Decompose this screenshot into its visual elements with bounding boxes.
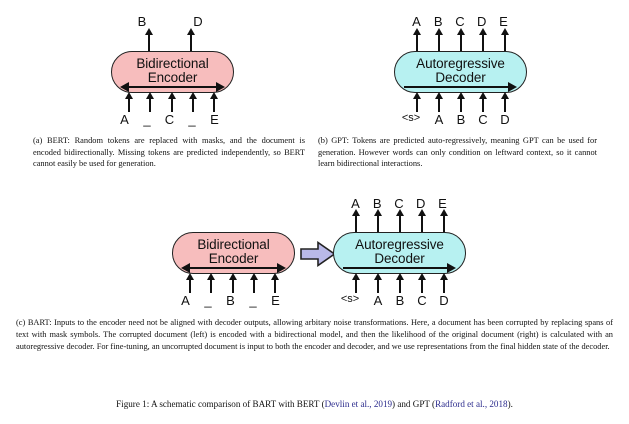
bart-decoder-label-line2: Decoder bbox=[374, 250, 425, 266]
caption-bart: (c) BART: Inputs to the encoder need not… bbox=[16, 318, 613, 351]
bart-decoder-output-arrow bbox=[352, 209, 359, 233]
gpt-output-labels: A B C D E bbox=[410, 14, 510, 29]
bart-decoder-input-arrow bbox=[396, 273, 403, 293]
gpt-input-token: A bbox=[434, 112, 444, 127]
bert-input-labels: A _ C _ E bbox=[118, 112, 221, 127]
bart-encoder-input-arrow bbox=[271, 273, 278, 293]
bart-encoder-input-token: A bbox=[181, 293, 190, 308]
bart-autoregressive-arrow bbox=[343, 263, 456, 273]
bert-output-token: B bbox=[137, 14, 147, 29]
bart-encoder-input-arrow bbox=[186, 273, 193, 293]
panel-bart: Bidirectional Encoder A _ B _ E A B C D … bbox=[0, 196, 629, 308]
bert-input-token: C bbox=[164, 112, 175, 127]
bert-encoder-label-line1: Bidirectional bbox=[136, 56, 209, 71]
bart-decoder-input-token: D bbox=[439, 293, 449, 308]
bert-input-arrow bbox=[125, 92, 132, 112]
bart-encoder-input-token: E bbox=[271, 293, 280, 308]
figure-caption-text-2: ) and GPT ( bbox=[392, 399, 436, 409]
bert-input-token: _ bbox=[143, 112, 151, 127]
bert-output-token: D bbox=[193, 14, 203, 29]
encoder-to-decoder-arrow-icon bbox=[300, 240, 336, 268]
gpt-input-token: D bbox=[500, 112, 510, 127]
bert-encoder-label-line2: Encoder bbox=[147, 69, 198, 85]
bart-encoder-input-labels: A _ B _ E bbox=[179, 293, 282, 308]
caption-gpt: (b) GPT: Tokens are predicted auto-regre… bbox=[318, 136, 597, 169]
bert-input-arrow bbox=[146, 92, 153, 112]
bert-bidirectional-arrow bbox=[120, 82, 225, 92]
bart-decoder-output-labels: A B C D E bbox=[349, 196, 449, 211]
gpt-decoder-label-line2: Decoder bbox=[435, 69, 486, 85]
bart-encoder-input-token: B bbox=[226, 293, 235, 308]
bart-encoder-input-token: _ bbox=[204, 293, 212, 308]
gpt-output-token: C bbox=[455, 14, 465, 29]
bart-decoder-output-arrow bbox=[374, 209, 381, 233]
bart-decoder-output-token: B bbox=[372, 196, 382, 211]
gpt-input-arrow bbox=[413, 92, 420, 112]
bert-input-arrow bbox=[189, 92, 196, 112]
bart-decoder-input-arrow bbox=[440, 273, 447, 293]
gpt-output-arrow bbox=[413, 28, 420, 52]
gpt-output-arrow bbox=[457, 28, 464, 52]
bart-decoder-input-arrow bbox=[374, 273, 381, 293]
gpt-input-token: C bbox=[478, 112, 488, 127]
gpt-output-arrow bbox=[435, 28, 442, 52]
panel-bert: B D Bidirectional Encoder A _ C _ E bbox=[0, 0, 314, 130]
gpt-output-arrow bbox=[501, 28, 508, 52]
bart-encoder-label-line1: Bidirectional bbox=[197, 237, 270, 252]
figure-caption-prefix: Figure 1: bbox=[116, 399, 150, 409]
gpt-input-labels: <s> A B C D bbox=[394, 112, 526, 127]
bart-decoder-output-arrow bbox=[440, 209, 447, 233]
gpt-output-token: E bbox=[499, 14, 508, 29]
bert-input-arrow bbox=[210, 92, 217, 112]
bart-decoder-input-labels: <s> A B C D bbox=[333, 293, 465, 308]
bart-decoder-output-arrow bbox=[396, 209, 403, 233]
bart-decoder-input-token: C bbox=[417, 293, 427, 308]
bert-input-token: _ bbox=[188, 112, 196, 127]
bart-encoder-input-arrow bbox=[250, 273, 257, 293]
gpt-input-arrow bbox=[479, 92, 486, 112]
bert-output-labels: B D bbox=[135, 14, 205, 29]
gpt-input-token: B bbox=[456, 112, 466, 127]
gpt-input-arrow bbox=[501, 92, 508, 112]
caption-bert: (a) BERT: Random tokens are replaced wit… bbox=[33, 136, 305, 169]
bart-decoder-output-token: D bbox=[416, 196, 426, 211]
gpt-input-arrow bbox=[435, 92, 442, 112]
gpt-output-token: D bbox=[477, 14, 487, 29]
bart-encoder-input-token: _ bbox=[249, 293, 257, 308]
citation-radford[interactable]: Radford et al., 2018 bbox=[435, 399, 508, 409]
gpt-output-token: B bbox=[433, 14, 443, 29]
panel-gpt: A B C D E Autoregressive Decoder <s> A B… bbox=[314, 0, 629, 130]
bart-decoder-input-token: A bbox=[373, 293, 383, 308]
bart-decoder-output-arrow bbox=[418, 209, 425, 233]
gpt-output-token: A bbox=[412, 14, 421, 29]
bert-input-token: E bbox=[210, 112, 219, 127]
figure-caption-text-3: ). bbox=[507, 399, 513, 409]
bart-decoder-input-token: B bbox=[395, 293, 405, 308]
bert-input-token: A bbox=[120, 112, 129, 127]
gpt-input-arrow bbox=[457, 92, 464, 112]
bert-input-arrow bbox=[168, 92, 175, 112]
bart-encoder-label-line2: Encoder bbox=[208, 250, 259, 266]
bart-encoder-input-arrow bbox=[207, 273, 214, 293]
gpt-leftward-context-arrow bbox=[404, 82, 517, 92]
bart-encoder-input-arrow bbox=[229, 273, 236, 293]
bart-decoder-output-token: A bbox=[351, 196, 360, 211]
bart-decoder-label-line1: Autoregressive bbox=[355, 237, 444, 252]
figure-caption: Figure 1: A schematic comparison of BART… bbox=[0, 398, 629, 410]
bart-decoder-input-arrow bbox=[418, 273, 425, 293]
bart-decoder-input-arrow bbox=[352, 273, 359, 293]
bart-decoder-input-token: <s> bbox=[340, 293, 360, 305]
bart-bidirectional-arrow bbox=[181, 263, 286, 273]
figure-caption-text-1: A schematic comparison of BART with BERT… bbox=[149, 399, 325, 409]
bart-decoder-output-token: C bbox=[394, 196, 404, 211]
bert-output-arrow bbox=[187, 28, 194, 52]
citation-devlin[interactable]: Devlin et al., 2019 bbox=[324, 399, 393, 409]
gpt-output-arrow bbox=[479, 28, 486, 52]
bart-decoder-output-token: E bbox=[438, 196, 447, 211]
bert-output-arrow bbox=[145, 28, 152, 52]
gpt-input-token: <s> bbox=[401, 112, 421, 124]
gpt-decoder-label-line1: Autoregressive bbox=[416, 56, 505, 71]
